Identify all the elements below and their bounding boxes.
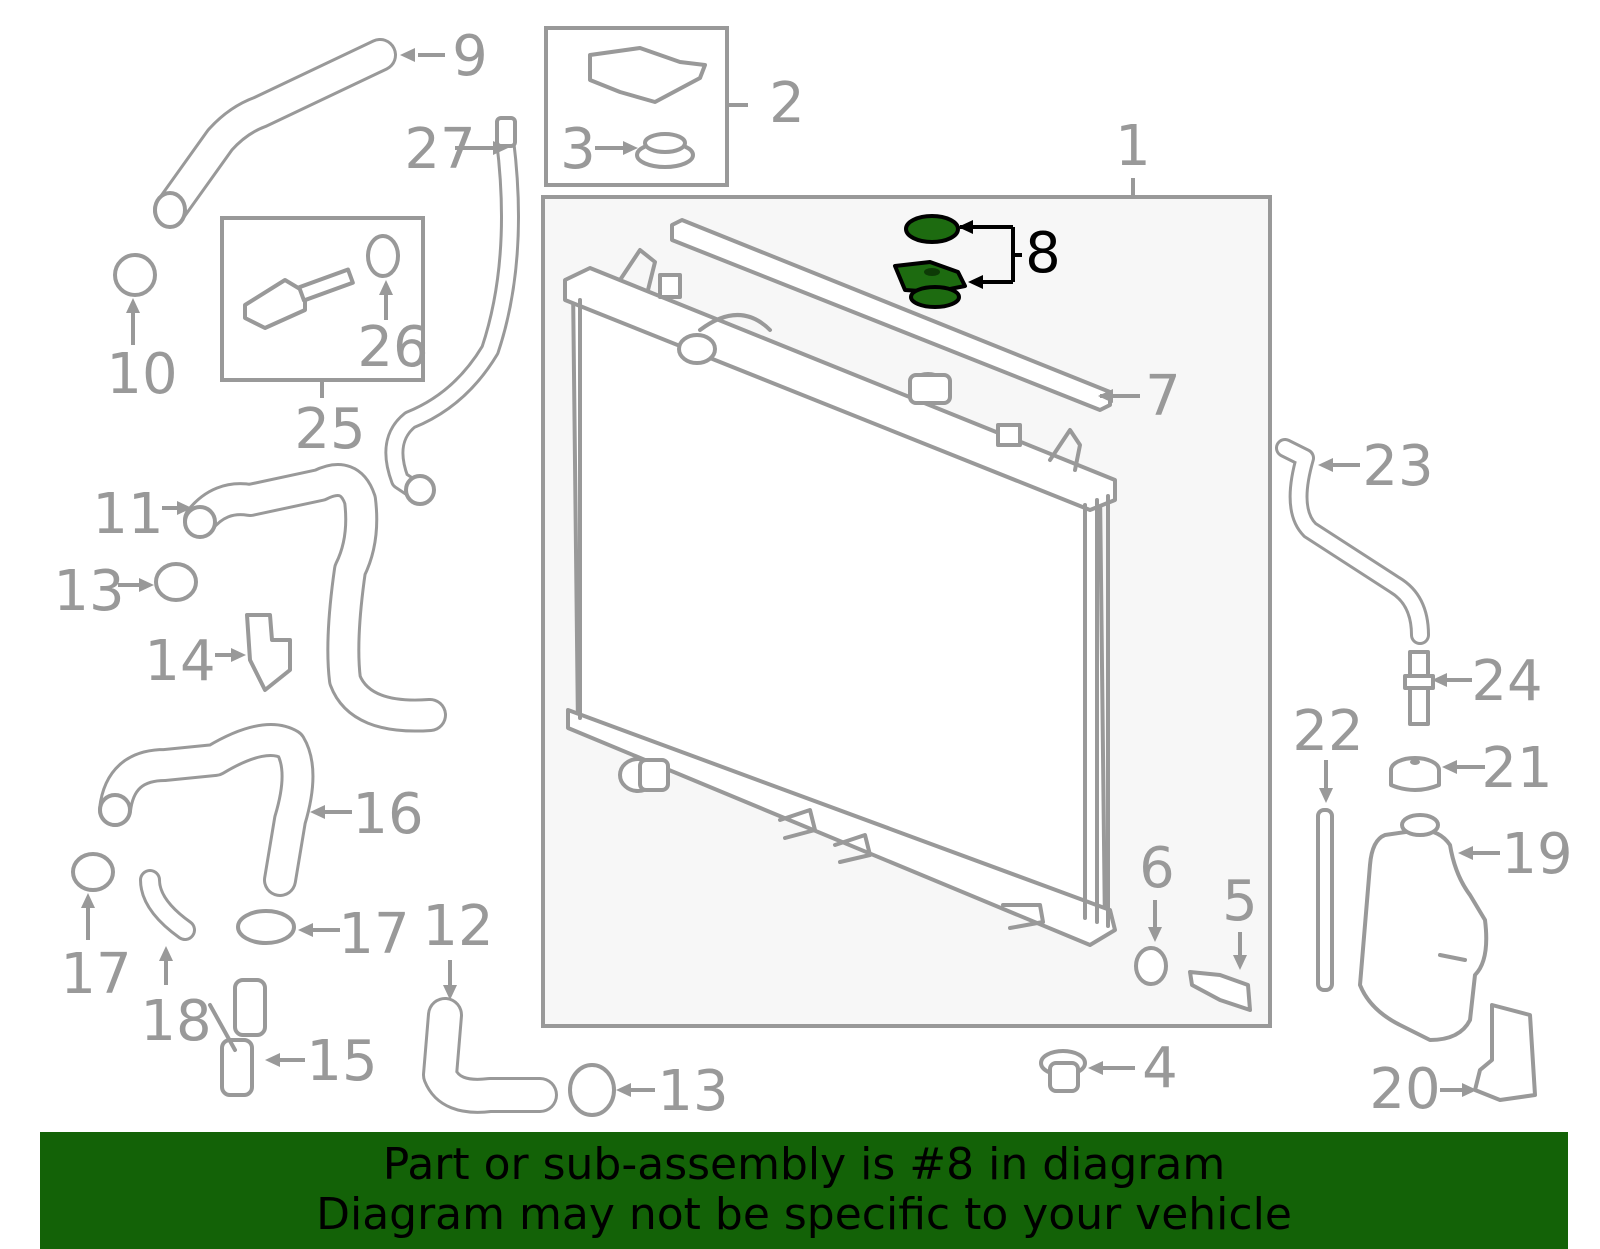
part-8-radiator-cap [893,214,967,309]
part-25-sensor [243,267,355,330]
banner-line-2: Diagram may not be specific to your vehi… [316,1189,1292,1240]
part-5-drain-plug [1188,970,1252,1012]
label-24: 24 [1471,649,1542,714]
part-22-tube [1316,808,1334,992]
part-4-bushing [1039,1049,1087,1093]
part-21-cap [1389,756,1441,792]
part-20-bracket [1473,1003,1537,1102]
label-15: 15 [306,1029,377,1094]
banner-line-1: Part or sub-assembly is #8 in diagram [382,1139,1226,1190]
part-2-bracket [588,46,707,104]
radiator-core [563,248,1117,947]
label-23: 23 [1362,434,1433,499]
part-13-clamp-upper [154,562,198,602]
label-12: 12 [422,894,493,959]
part-15-joint [208,978,267,1097]
label-19: 19 [1501,822,1572,887]
label-20: 20 [1369,1057,1440,1122]
label-6: 6 [1139,836,1175,901]
label-17-right: 17 [338,902,409,967]
info-banner: Part or sub-assembly is #8 in diagram Di… [40,1132,1568,1249]
label-7: 7 [1145,364,1181,429]
part-7-seal-strip [670,218,1112,412]
part-17-clamp-left [71,852,115,892]
part-24-fitting [1403,650,1435,726]
part-26-o-ring [366,234,400,278]
label-3: 3 [560,117,596,182]
label-13-lower: 13 [657,1059,728,1124]
label-26: 26 [357,315,428,380]
label-11: 11 [92,482,163,547]
label-25: 25 [294,397,365,462]
label-22: 22 [1292,699,1363,764]
label-10: 10 [106,342,177,407]
label-21: 21 [1481,736,1552,801]
part-19-reservoir [1358,813,1489,1042]
label-8: 8 [1025,221,1061,286]
label-14: 14 [144,629,215,694]
label-18: 18 [140,989,211,1054]
part-14-bracket [245,613,292,692]
label-9: 9 [452,24,488,89]
part-6-washer [1134,946,1168,986]
part-17-clamp-right [236,909,296,945]
label-16: 16 [352,782,423,847]
label-5: 5 [1222,869,1258,934]
part-13-clamp-lower [568,1063,616,1117]
label-17-left: 17 [60,942,131,1007]
label-27: 27 [404,117,475,182]
label-2: 2 [769,71,805,136]
label-1: 1 [1115,114,1151,179]
label-4: 4 [1142,1036,1178,1101]
label-13-upper: 13 [53,559,124,624]
part-10-clamp [113,253,157,297]
part-3-cushion [635,132,695,169]
